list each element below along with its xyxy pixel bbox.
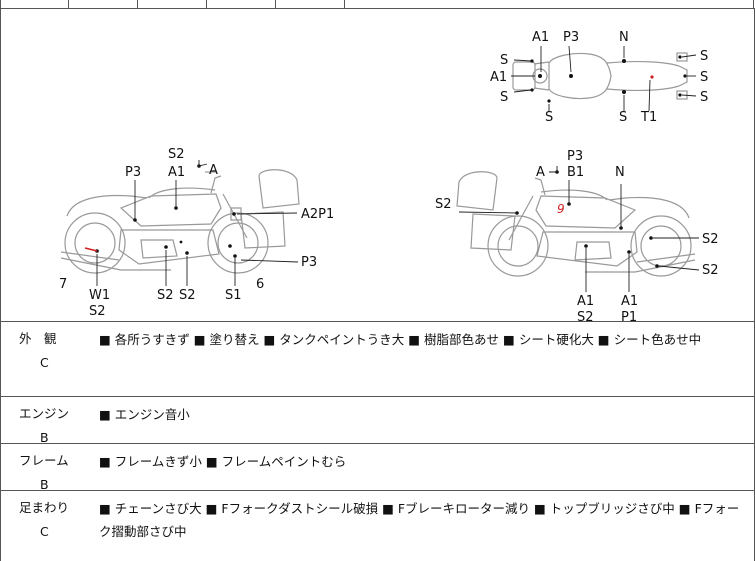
condition-category: フレーム B (19, 450, 83, 492)
category-name: 足まわり (19, 500, 70, 515)
top-view-markers (530, 55, 687, 103)
label-right-S2: S2 (435, 197, 452, 212)
right-view-motorcycle (456, 171, 696, 277)
condition-category: 足まわり C (19, 497, 83, 539)
label-left-S2: S2 (157, 288, 174, 303)
label-top-A1: A1 (490, 70, 507, 85)
label-top-S: S (545, 110, 553, 125)
condition-row-engine: エンジン B ■ エンジン音小 (0, 397, 755, 445)
condition-notes: ■ チェーンさび大 ■ Fフォークダストシール破損 ■ Fブレーキローター減り … (99, 497, 747, 543)
label-right-B1: B1 (567, 165, 584, 180)
condition-category: エンジン B (19, 403, 83, 445)
right-view-labels: P3 A B1 N S2 S2 S2 A1 S2 A1 P1 (435, 149, 719, 321)
handwritten-mark-left (84, 247, 98, 252)
label-top-S: S (700, 49, 708, 64)
top-view-labels: A1 P3 N S S S S S S A1 S S T1 (490, 30, 708, 125)
condition-notes-text: ■ エンジン音小 (99, 407, 190, 422)
category-name: 外 観 (19, 331, 57, 346)
label-left-S2: S2 (89, 304, 106, 319)
category-grade: C (40, 524, 49, 539)
label-left-P3: P3 (125, 165, 141, 180)
left-view-labels: S2 A A1 P3 A2P1 P3 6 S1 S2 S2 W1 S2 7 (59, 147, 334, 319)
label-top-A1: A1 (532, 30, 549, 45)
category-grade: C (40, 355, 49, 370)
label-top-S: S (619, 110, 627, 125)
label-left-6: 6 (256, 277, 264, 292)
label-left-A: A (209, 163, 218, 178)
label-right-A1: A1 (577, 294, 594, 309)
right-view-markers (515, 170, 659, 268)
label-right-S2: S2 (702, 232, 719, 247)
left-view-leaders (96, 160, 299, 286)
label-left-W1: W1 (89, 288, 110, 303)
label-top-S: S (500, 53, 508, 68)
table-top-edge (0, 0, 755, 9)
label-top-S: S (500, 90, 508, 105)
condition-notes: ■ 各所うすきず ■ 塗り替え ■ タンクペイントうき大 ■ 樹脂部色あせ ■ … (99, 328, 747, 351)
label-left-S2: S2 (168, 147, 185, 162)
label-right-N: N (615, 165, 625, 180)
label-top-S: S (700, 70, 708, 85)
condition-row-suspension: 足まわり C ■ チェーンさび大 ■ Fフォークダストシール破損 ■ Fブレーキ… (0, 491, 755, 561)
label-top-N: N (619, 30, 629, 45)
label-right-S2: S2 (702, 263, 719, 278)
label-top-P3: P3 (563, 30, 579, 45)
label-left-A1: A1 (168, 165, 185, 180)
condition-row-frame: フレーム B ■ フレームきず小 ■ フレームペイントむら (0, 444, 755, 492)
handwritten-mark-right: 9 (557, 202, 565, 216)
label-left-A2P1: A2P1 (301, 207, 334, 222)
label-left-7: 7 (59, 277, 67, 292)
label-top-T1: T1 (640, 110, 657, 125)
right-view-leaders (458, 166, 700, 292)
damage-diagram-panel: A1 P3 N S S S S S S A1 S S T1 (0, 8, 755, 322)
category-name: フレーム (19, 453, 69, 468)
condition-category: 外 観 C (19, 328, 83, 370)
label-right-P3: P3 (567, 149, 583, 164)
motorcycle-damage-diagram: A1 P3 N S S S S S S A1 S S T1 (59, 30, 719, 321)
label-left-S1: S1 (225, 288, 242, 303)
label-left-P3: P3 (301, 255, 317, 270)
label-right-S2: S2 (577, 310, 594, 321)
condition-notes-text: ■ チェーンさび大 ■ Fフォークダストシール破損 ■ Fブレーキローター減り … (99, 501, 740, 539)
label-right-A: A (536, 165, 545, 180)
top-view-leaders (511, 45, 697, 112)
label-right-A1: A1 (621, 294, 638, 309)
category-grade: B (40, 430, 49, 445)
condition-row-exterior: 外 観 C ■ 各所うすきず ■ 塗り替え ■ タンクペイントうき大 ■ 樹脂部… (0, 322, 755, 397)
condition-notes: ■ フレームきず小 ■ フレームペイントむら (99, 450, 747, 473)
label-top-S: S (700, 90, 708, 105)
condition-notes-text: ■ フレームきず小 ■ フレームペイントむら (99, 454, 347, 469)
label-right-P1: P1 (621, 310, 637, 321)
category-grade: B (40, 477, 49, 492)
condition-notes-text: ■ 各所うすきず ■ 塗り替え ■ タンクペイントうき大 ■ 樹脂部色あせ ■ … (99, 332, 702, 347)
category-name: エンジン (19, 406, 70, 421)
label-left-S2: S2 (179, 288, 196, 303)
condition-notes: ■ エンジン音小 (99, 403, 747, 426)
left-view-motorcycle (60, 169, 300, 274)
